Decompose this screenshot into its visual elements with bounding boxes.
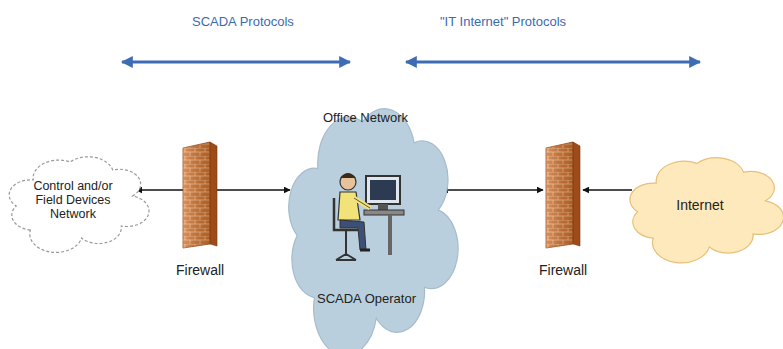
cloud-shape xyxy=(289,109,458,349)
protocol-label: "IT Internet" Protocols xyxy=(440,14,566,29)
cloud-shape xyxy=(630,158,783,263)
brick-wall xyxy=(543,140,583,250)
protocol-label: SCADA Protocols xyxy=(192,14,294,29)
operator-illustration xyxy=(328,158,408,278)
cloud-shape xyxy=(9,157,149,253)
it-range-arrow xyxy=(406,61,700,64)
node-label: Internet xyxy=(644,197,756,213)
firewall-icon: Firewall xyxy=(165,140,235,290)
node-label: Firewall xyxy=(539,262,587,278)
office-network-cloud: Office NetworkSCADA Operator xyxy=(280,86,452,344)
firewall-wall xyxy=(543,140,583,250)
node-label: Control and/or Field Devices Network xyxy=(22,179,124,221)
firewall-icon: Firewall xyxy=(528,140,598,290)
node-sublabel: SCADA Operator xyxy=(317,291,416,306)
network-link xyxy=(442,189,543,191)
node-label: Office Network xyxy=(323,110,408,125)
field-network-cloud: Control and/or Field Devices Network xyxy=(2,148,144,248)
firewall-wall xyxy=(180,140,220,250)
network-link xyxy=(583,189,632,191)
operator-figure xyxy=(328,158,408,282)
brick-wall xyxy=(180,140,220,250)
scada-range-arrow xyxy=(122,61,350,64)
node-label: Firewall xyxy=(176,262,224,278)
internet-cloud: Internet xyxy=(622,148,778,258)
